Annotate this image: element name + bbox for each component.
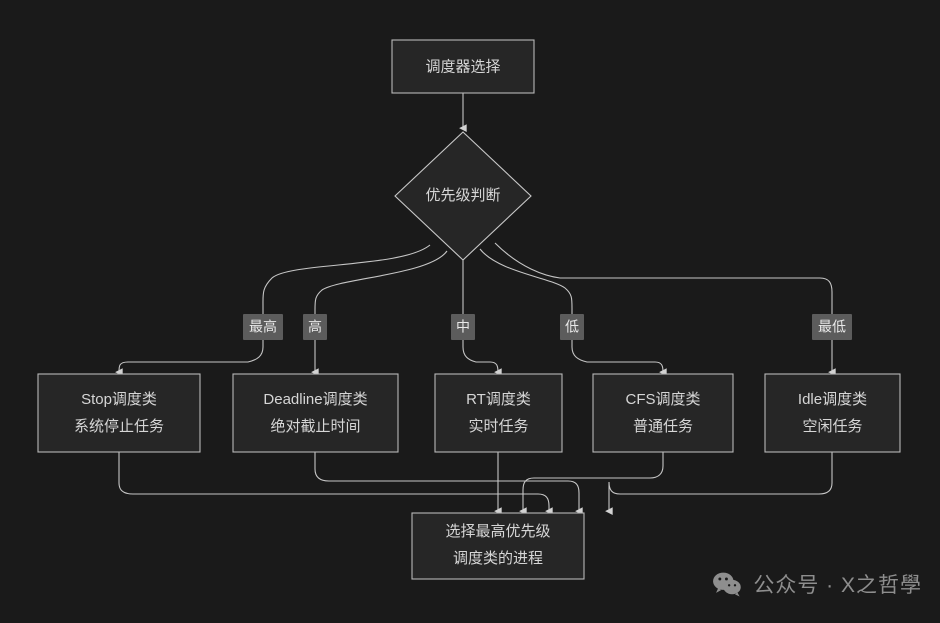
wechat-icon bbox=[713, 572, 742, 597]
edge-branch-4-to-result bbox=[605, 452, 833, 516]
edge-label-4-text: 最低 bbox=[818, 319, 846, 335]
node-branch-stop[interactable]: Stop调度类 系统停止任务 bbox=[37, 373, 201, 453]
node-priority-decision[interactable]: 优先级判断 bbox=[394, 131, 532, 261]
edge-decision-to-branch-4 bbox=[494, 242, 836, 377]
node-branch-idle[interactable]: Idle调度类 空闲任务 bbox=[764, 373, 901, 453]
node-branch-deadline[interactable]: Deadline调度类 绝对截止时间 bbox=[232, 373, 399, 453]
edge-branch-1-to-result bbox=[314, 452, 583, 516]
node-result-line1: 选择最高优先级 bbox=[445, 523, 550, 540]
edge-decision-to-branch-1 bbox=[311, 250, 448, 377]
edge-label-1: 高 bbox=[303, 314, 327, 340]
node-branch-rt-line2: 实时任务 bbox=[468, 418, 528, 435]
edge-label-4: 最低 bbox=[812, 314, 852, 340]
node-branch-idle-line2: 空闲任务 bbox=[802, 418, 862, 435]
node-branch-cfs-line2: 普通任务 bbox=[633, 418, 693, 435]
node-branch-rt-line1: RT调度类 bbox=[466, 391, 531, 408]
node-priority-decision-label: 优先级判断 bbox=[425, 187, 500, 204]
edge-branch-3-to-result bbox=[519, 452, 664, 516]
node-branch-stop-line1: Stop调度类 bbox=[81, 391, 157, 408]
edge-label-2-text: 中 bbox=[456, 319, 470, 335]
edge-branch-0-to-result bbox=[118, 452, 553, 516]
edge-label-3: 低 bbox=[560, 314, 584, 340]
node-branch-deadline-line2: 绝对截止时间 bbox=[270, 418, 360, 435]
node-scheduler-selection-label: 调度器选择 bbox=[425, 58, 500, 75]
edge-label-0: 最高 bbox=[243, 314, 283, 340]
node-branch-stop-line2: 系统停止任务 bbox=[74, 418, 164, 435]
edge-decision-to-branch-0 bbox=[115, 244, 431, 377]
node-branch-idle-line1: Idle调度类 bbox=[798, 391, 867, 408]
watermark-text: 公众号 · X之哲學 bbox=[753, 574, 922, 597]
edge-decision-to-branch-2 bbox=[462, 252, 502, 376]
edge-label-1-text: 高 bbox=[308, 319, 322, 335]
edge-label-0-text: 最高 bbox=[249, 319, 277, 335]
edge-label-2: 中 bbox=[451, 314, 475, 340]
node-branch-rt[interactable]: RT调度类 实时任务 bbox=[434, 373, 563, 453]
node-branch-deadline-line1: Deadline调度类 bbox=[263, 391, 367, 408]
node-branch-cfs[interactable]: CFS调度类 普通任务 bbox=[592, 373, 734, 453]
edge-label-3-text: 低 bbox=[565, 319, 579, 335]
node-result-line2: 调度类的进程 bbox=[453, 550, 543, 567]
node-scheduler-selection[interactable]: 调度器选择 bbox=[391, 39, 535, 94]
node-branch-cfs-line1: CFS调度类 bbox=[625, 391, 700, 408]
edge-decision-to-branch-3 bbox=[479, 248, 667, 376]
node-result[interactable]: 选择最高优先级 调度类的进程 bbox=[411, 512, 585, 580]
watermark: 公众号 · X之哲學 bbox=[712, 569, 922, 599]
